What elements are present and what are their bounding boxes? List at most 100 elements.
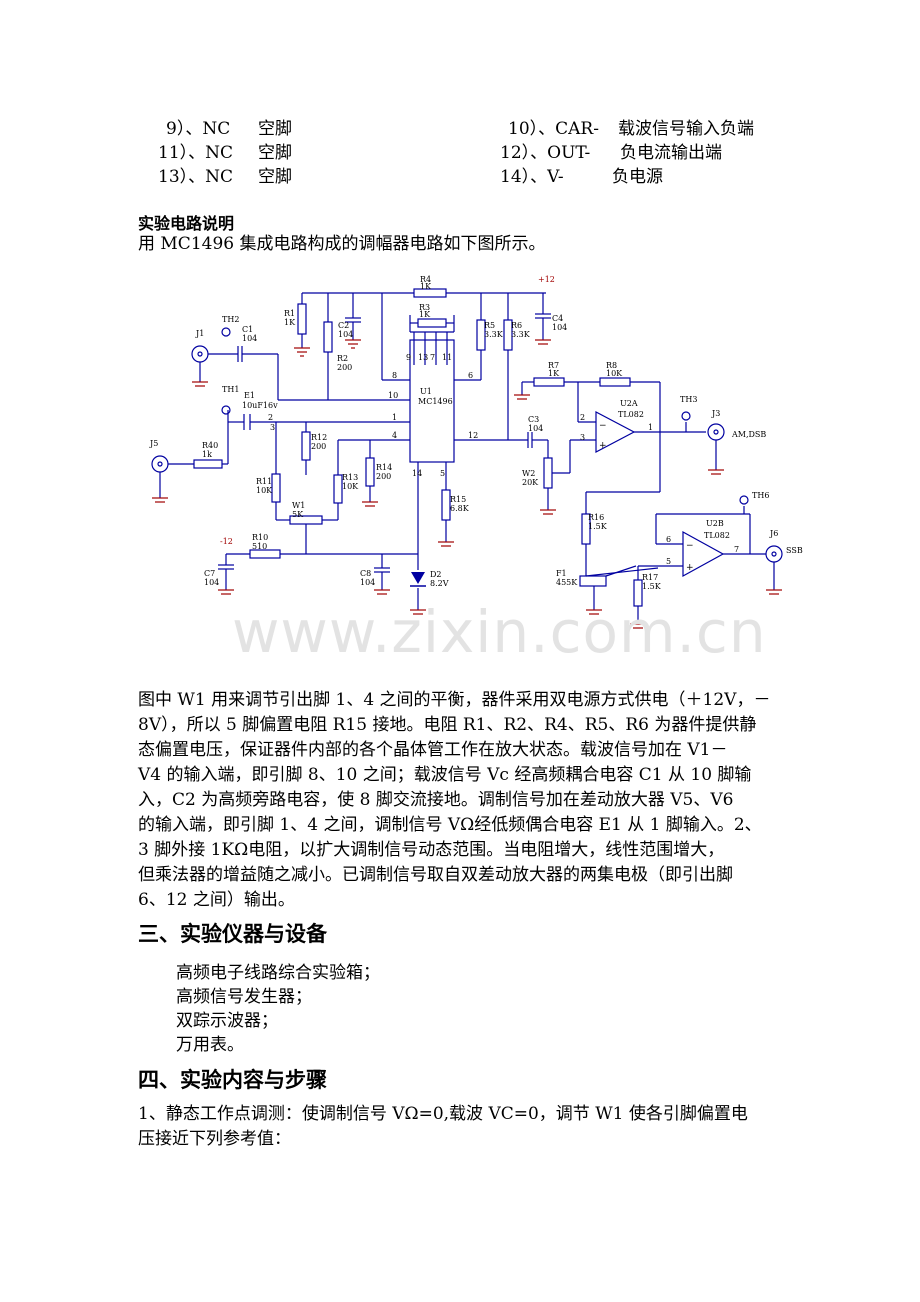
svg-text:8.2V: 8.2V bbox=[430, 579, 449, 588]
svg-text:10: 10 bbox=[388, 391, 398, 400]
svg-text:104: 104 bbox=[338, 330, 353, 339]
svg-text:−: − bbox=[686, 541, 694, 551]
svg-text:200: 200 bbox=[376, 472, 391, 481]
svg-text:200: 200 bbox=[337, 363, 352, 372]
svg-text:3.3K: 3.3K bbox=[511, 330, 531, 339]
svg-text:R7: R7 bbox=[548, 361, 559, 370]
svg-text:1K: 1K bbox=[420, 282, 432, 291]
equipment-item: 高频电子线路综合实验箱； bbox=[176, 963, 380, 983]
svg-text:9: 9 bbox=[406, 353, 411, 362]
step-1-line: 1、静态工作点调测：使调制信号 VΩ=0,载波 VC=0，调节 W1 使各引脚偏… bbox=[138, 1104, 748, 1124]
svg-text:2: 2 bbox=[580, 413, 585, 422]
svg-text:W2: W2 bbox=[522, 469, 535, 478]
pin-13: 13）、NC bbox=[158, 167, 234, 187]
svg-text:10K: 10K bbox=[342, 482, 359, 491]
svg-text:F1: F1 bbox=[556, 569, 567, 578]
svg-text:455K: 455K bbox=[556, 578, 578, 587]
svg-text:R5: R5 bbox=[484, 321, 495, 330]
svg-text:J6: J6 bbox=[769, 529, 778, 538]
svg-text:J5: J5 bbox=[149, 439, 158, 448]
svg-text:+12: +12 bbox=[538, 275, 555, 284]
svg-text:10uF16v: 10uF16v bbox=[242, 401, 278, 410]
pin-14: 14）、V- bbox=[500, 167, 564, 187]
section3-title: 三、实验仪器与设备 bbox=[138, 922, 327, 946]
svg-text:TL082: TL082 bbox=[618, 410, 644, 419]
svg-text:R11: R11 bbox=[256, 477, 272, 486]
svg-text:6.8K: 6.8K bbox=[450, 504, 470, 513]
svg-text:C7: C7 bbox=[204, 569, 215, 578]
svg-text:R17: R17 bbox=[642, 573, 658, 582]
svg-text:10K: 10K bbox=[606, 369, 623, 378]
svg-text:8: 8 bbox=[392, 371, 397, 380]
svg-text:1K: 1K bbox=[284, 318, 296, 327]
svg-text:TH2: TH2 bbox=[222, 315, 239, 324]
schematic-diagram: R4 1K R3 1K R1 1K R2 200 C2 104 C4 104 R… bbox=[149, 275, 803, 629]
svg-text:104: 104 bbox=[360, 578, 375, 587]
svg-text:R10: R10 bbox=[252, 533, 268, 542]
svg-text:AM,DSB: AM,DSB bbox=[731, 430, 766, 439]
svg-text:R8: R8 bbox=[606, 361, 617, 370]
svg-text:1K: 1K bbox=[548, 369, 560, 378]
svg-text:U1: U1 bbox=[420, 387, 432, 396]
svg-text:10K: 10K bbox=[256, 486, 273, 495]
svg-text:200: 200 bbox=[311, 442, 326, 451]
svg-text:5: 5 bbox=[666, 557, 671, 566]
svg-text:SSB: SSB bbox=[786, 546, 803, 555]
pin-10: 10）、CAR- bbox=[508, 119, 599, 139]
svg-text:104: 104 bbox=[552, 323, 567, 332]
svg-text:3: 3 bbox=[580, 433, 585, 442]
circuit-intro: 用 MC1496 集成电路构成的调幅器电路如下图所示。 bbox=[138, 234, 546, 254]
svg-text:C8: C8 bbox=[360, 569, 371, 578]
svg-text:TH6: TH6 bbox=[752, 491, 769, 500]
svg-text:MC1496: MC1496 bbox=[418, 397, 453, 406]
svg-text:1k: 1k bbox=[202, 450, 212, 459]
svg-text:R6: R6 bbox=[511, 321, 522, 330]
section4-title: 四、实验内容与步骤 bbox=[138, 1068, 327, 1092]
svg-text:7: 7 bbox=[734, 545, 739, 554]
svg-text:1: 1 bbox=[648, 423, 653, 432]
svg-text:U2B: U2B bbox=[706, 519, 724, 528]
svg-text:11: 11 bbox=[442, 353, 452, 362]
svg-text:W1: W1 bbox=[292, 501, 305, 510]
svg-text:TL082: TL082 bbox=[704, 531, 730, 540]
svg-text:14: 14 bbox=[412, 469, 422, 478]
pin-11-desc: 空脚 bbox=[258, 143, 292, 163]
svg-text:R14: R14 bbox=[376, 463, 392, 472]
pin-9: 9）、NC bbox=[166, 119, 231, 139]
svg-text:510: 510 bbox=[252, 542, 267, 551]
svg-text:R16: R16 bbox=[588, 513, 604, 522]
equipment-item: 高频信号发生器； bbox=[176, 987, 312, 1007]
svg-text:+: + bbox=[686, 563, 694, 573]
svg-text:3: 3 bbox=[270, 423, 275, 432]
svg-text:1: 1 bbox=[392, 413, 397, 422]
watermark: www.zixin.com.cn bbox=[232, 598, 767, 666]
svg-text:R3: R3 bbox=[419, 303, 430, 312]
svg-text:104: 104 bbox=[528, 424, 543, 433]
equipment-item: 万用表。 bbox=[176, 1035, 244, 1055]
pin-12-desc: 负电流输出端 bbox=[620, 143, 722, 163]
svg-text:1.5K: 1.5K bbox=[588, 522, 608, 531]
circuit-heading: 实验电路说明 bbox=[138, 214, 235, 233]
svg-text:1.5K: 1.5K bbox=[642, 582, 662, 591]
svg-text:13: 13 bbox=[418, 353, 428, 362]
pin-11: 11）、NC bbox=[158, 143, 234, 163]
svg-text:R12: R12 bbox=[311, 433, 327, 442]
equipment-item: 双踪示波器； bbox=[176, 1011, 278, 1031]
svg-text:5K: 5K bbox=[292, 510, 304, 519]
svg-text:TH1: TH1 bbox=[222, 385, 239, 394]
svg-text:U2A: U2A bbox=[620, 399, 638, 408]
svg-text:R13: R13 bbox=[342, 473, 358, 482]
svg-text:R2: R2 bbox=[337, 354, 348, 363]
svg-text:3.3K: 3.3K bbox=[484, 330, 504, 339]
svg-text:5: 5 bbox=[440, 469, 445, 478]
svg-text:2: 2 bbox=[268, 413, 273, 422]
svg-text:C2: C2 bbox=[338, 321, 349, 330]
svg-text:1K: 1K bbox=[419, 310, 431, 319]
svg-text:-12: -12 bbox=[220, 537, 233, 546]
svg-text:R15: R15 bbox=[450, 495, 466, 504]
pin-10-desc: 载波信号输入负端 bbox=[618, 119, 754, 139]
svg-text:J1: J1 bbox=[195, 329, 204, 338]
label-R4: R4 bbox=[420, 275, 431, 284]
svg-text:C3: C3 bbox=[528, 415, 539, 424]
svg-text:D2: D2 bbox=[430, 570, 442, 579]
